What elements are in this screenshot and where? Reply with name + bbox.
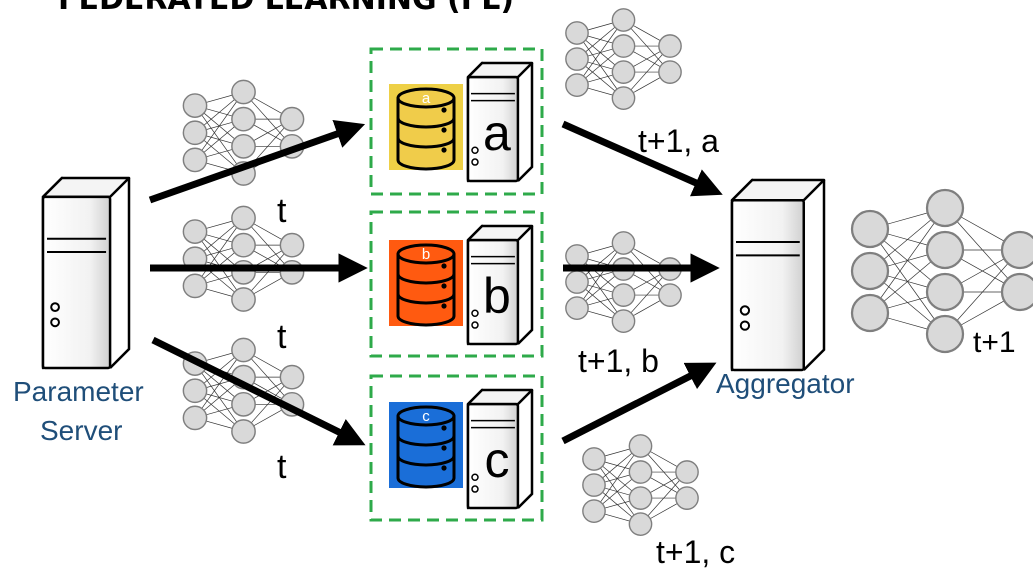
client-server-icon-c: c: [466, 388, 534, 510]
arrow-from-client-c: [561, 362, 717, 445]
client-box-b: [369, 210, 544, 358]
network-node: [611, 283, 636, 307]
database-label: b: [422, 246, 430, 263]
network-node: [182, 120, 208, 146]
network-node: [925, 314, 965, 354]
global-model-label: t+1: [973, 326, 1016, 359]
network-node: [279, 106, 305, 132]
network-node: [565, 21, 589, 45]
arrow-to-client-a: [148, 120, 366, 204]
client-server-label: b: [483, 268, 511, 324]
network-node: [628, 434, 653, 458]
broadcast-label-3: t: [277, 448, 287, 486]
network-node: [658, 60, 682, 84]
network-node: [231, 287, 256, 312]
parameter-server-label-line1: Parameter: [13, 376, 144, 407]
network-node: [279, 259, 305, 285]
neural-network-icon: [850, 188, 1033, 354]
network-node: [850, 293, 890, 333]
network-node: [231, 79, 256, 105]
network-node: [611, 8, 636, 32]
client-box-c: [369, 374, 544, 522]
network-node: [582, 447, 606, 471]
parameter-server-icon: [41, 176, 131, 370]
neural-network-icon: [565, 8, 682, 110]
network-node: [1000, 272, 1033, 312]
database-label: c: [422, 408, 430, 425]
database-icon-a: a: [389, 84, 463, 171]
network-node: [675, 486, 699, 510]
network-node: [611, 34, 636, 58]
network-node: [565, 47, 589, 71]
network-node: [850, 251, 890, 291]
neural-network-icon: [565, 231, 682, 333]
network-node: [925, 188, 965, 228]
network-node: [231, 106, 256, 132]
network-node: [565, 296, 589, 320]
database-icon-b: b: [389, 240, 463, 327]
network-node: [231, 419, 256, 444]
network-node: [628, 486, 653, 510]
database-icon-c: c: [389, 402, 463, 489]
aggregator-label: Aggregator: [716, 368, 855, 399]
network-node: [182, 273, 208, 299]
network-node: [182, 147, 208, 173]
network-node: [182, 378, 208, 404]
broadcast-label-1: t: [277, 192, 287, 230]
network-node: [658, 283, 682, 307]
network-node: [582, 473, 606, 497]
diagram-title: FEDERATED LEARNING (FL): [58, 0, 514, 17]
network-node: [611, 60, 636, 84]
network-node: [611, 309, 636, 333]
client-output-label-b: t+1, b: [578, 343, 659, 379]
client-server-icon-a: a: [466, 61, 534, 183]
network-node: [628, 460, 653, 484]
network-node: [565, 73, 589, 97]
aggregator-server-icon: [730, 178, 826, 372]
client-output-label-c: t+1, c: [656, 534, 735, 570]
arrow-from-client-a: [561, 120, 723, 197]
client-server-label: a: [483, 105, 511, 161]
network-node: [850, 209, 890, 249]
client-server-label: c: [484, 432, 509, 488]
network-node: [231, 259, 256, 285]
network-node: [925, 230, 965, 270]
client-server-icon-b: b: [466, 224, 534, 346]
client-box-a: [369, 47, 544, 196]
network-node: [611, 86, 636, 110]
neural-network-icon: [582, 434, 699, 536]
network-node: [182, 219, 208, 244]
network-node: [628, 512, 653, 536]
network-node: [611, 231, 636, 255]
network-node: [279, 364, 305, 390]
network-node: [582, 499, 606, 523]
network-node: [658, 34, 682, 58]
network-node: [231, 391, 256, 417]
network-node: [231, 133, 256, 159]
network-node: [231, 337, 256, 363]
arrow-to-client-c: [151, 336, 366, 446]
network-node: [675, 460, 699, 484]
parameter-server-label-line2: Server: [40, 415, 122, 446]
network-node: [1000, 230, 1033, 270]
network-node: [565, 270, 589, 294]
network-node: [182, 93, 208, 118]
network-node: [182, 405, 208, 431]
network-node: [231, 205, 256, 231]
client-output-label-a: t+1, a: [638, 123, 719, 159]
network-node: [925, 272, 965, 312]
broadcast-label-2: t: [277, 318, 287, 356]
network-node: [231, 232, 256, 258]
network-node: [565, 244, 589, 268]
network-node: [279, 232, 305, 258]
database-label: a: [422, 90, 431, 107]
